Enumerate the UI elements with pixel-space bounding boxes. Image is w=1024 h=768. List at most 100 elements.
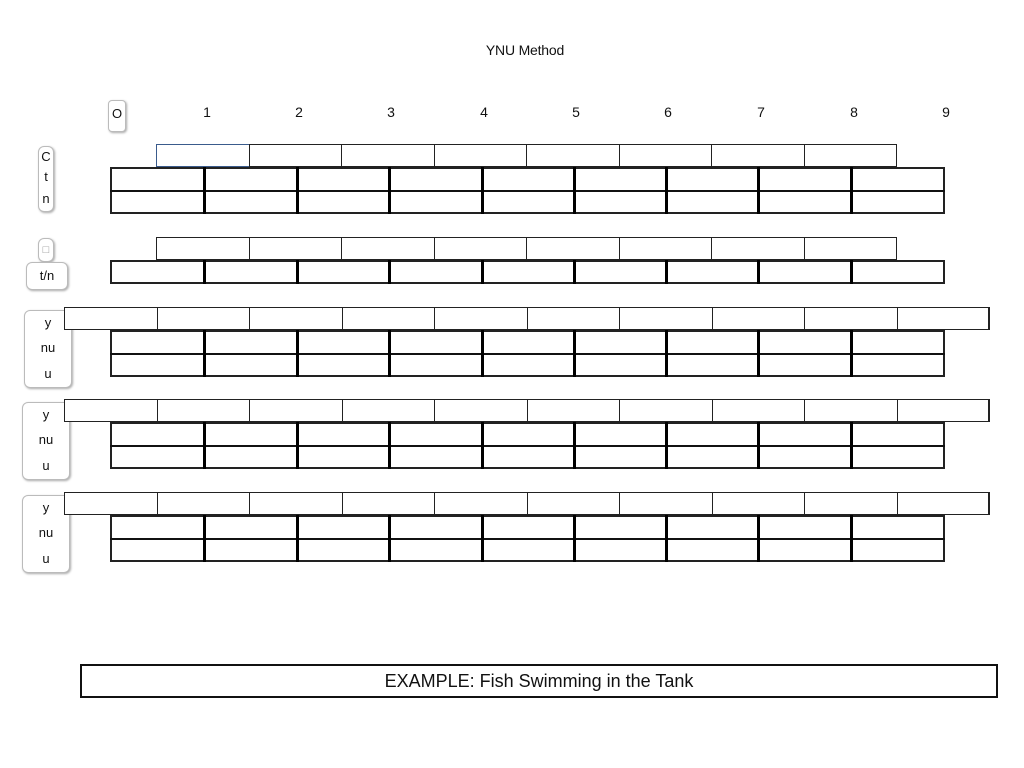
top-row-cell[interactable]: [248, 237, 342, 260]
full-row-cell[interactable]: [434, 307, 528, 330]
column-number: 5: [572, 104, 580, 120]
column-zero-label: O: [108, 100, 126, 132]
top-row-cell[interactable]: [618, 237, 712, 260]
grid-divider: [665, 330, 668, 377]
full-row-cell[interactable]: [156, 492, 250, 515]
grid-divider: [665, 515, 668, 562]
row-label-group-2: t/n: [26, 262, 68, 290]
column-number: 2: [295, 104, 303, 120]
grid-divider: [850, 260, 853, 284]
row-label-group-2-symbol: □: [38, 238, 54, 262]
full-row-cell[interactable]: [711, 399, 805, 422]
grid-divider: [296, 260, 299, 284]
top-row-cell[interactable]: [803, 237, 897, 260]
full-row-cell[interactable]: [619, 492, 713, 515]
column-number: 3: [387, 104, 395, 120]
top-row-cell[interactable]: [433, 237, 527, 260]
grid-midline: [110, 352, 945, 355]
top-row-cell[interactable]: [711, 237, 805, 260]
grid-divider: [573, 422, 576, 469]
grid-divider: [203, 422, 206, 469]
full-row-cell[interactable]: [156, 307, 250, 330]
grid-divider: [481, 422, 484, 469]
column-number: 1: [203, 104, 211, 120]
top-row-cell[interactable]: [248, 144, 342, 167]
row-label-y: y: [42, 407, 50, 422]
grid-divider: [573, 330, 576, 377]
full-row-cell[interactable]: [341, 492, 435, 515]
grid-divider: [481, 330, 484, 377]
grid-divider: [665, 260, 668, 284]
grid-divider: [850, 330, 853, 377]
grid-divider: [296, 422, 299, 469]
full-row-cell[interactable]: [804, 492, 898, 515]
top-row-cell[interactable]: [803, 144, 897, 167]
top-row-cell[interactable]: [618, 144, 712, 167]
row-label-group-4: y nu u: [22, 402, 70, 480]
row-label-c: C: [41, 149, 51, 164]
top-row-cell[interactable]: [526, 144, 620, 167]
grid-divider: [203, 167, 206, 214]
example-caption: EXAMPLE: Fish Swimming in the Tank: [80, 664, 998, 698]
row-label-u: u: [42, 551, 50, 566]
full-row-cell[interactable]: [64, 307, 158, 330]
full-row-cell[interactable]: [434, 492, 528, 515]
full-row-cell[interactable]: [896, 307, 990, 330]
full-row-cell[interactable]: [711, 492, 805, 515]
top-row-cell[interactable]: [156, 144, 250, 167]
full-row-cell[interactable]: [896, 399, 990, 422]
top-row-cell[interactable]: [341, 144, 435, 167]
grid-divider: [665, 422, 668, 469]
full-row-cell[interactable]: [64, 399, 158, 422]
grid-divider: [203, 260, 206, 284]
full-row-cell[interactable]: [711, 307, 805, 330]
grid-divider: [388, 515, 391, 562]
grid-divider: [573, 515, 576, 562]
top-row-cell[interactable]: [341, 237, 435, 260]
full-row-cell[interactable]: [64, 492, 158, 515]
grid-divider: [757, 330, 760, 377]
grid-divider: [850, 515, 853, 562]
row-label-group-1: C t n: [38, 146, 54, 212]
full-row-cell[interactable]: [526, 492, 620, 515]
top-row-cell[interactable]: [526, 237, 620, 260]
full-row-cell[interactable]: [249, 399, 343, 422]
full-row-cell[interactable]: [249, 492, 343, 515]
row-label-nu: nu: [38, 432, 54, 447]
full-row-cell[interactable]: [619, 307, 713, 330]
grid-divider: [388, 422, 391, 469]
row-label-nu: nu: [40, 340, 56, 355]
row-label-u: u: [42, 458, 50, 473]
page-title: YNU Method: [485, 42, 565, 58]
grid-divider: [203, 515, 206, 562]
full-row-cell[interactable]: [804, 399, 898, 422]
column-number: 8: [850, 104, 858, 120]
row-label-group-5: y nu u: [22, 495, 70, 573]
row-label-n: n: [42, 191, 50, 206]
row-label-nu: nu: [38, 525, 54, 540]
full-row-cell[interactable]: [249, 307, 343, 330]
brick-block[interactable]: [110, 260, 945, 284]
grid-divider: [388, 260, 391, 284]
full-row-cell[interactable]: [341, 307, 435, 330]
row-label-box-symbol: □: [42, 244, 50, 256]
top-row-cell[interactable]: [156, 237, 250, 260]
column-number: 9: [942, 104, 950, 120]
grid-divider: [850, 167, 853, 214]
grid-divider: [573, 167, 576, 214]
full-row-cell[interactable]: [804, 307, 898, 330]
grid-divider: [388, 167, 391, 214]
full-row-cell[interactable]: [341, 399, 435, 422]
top-row-cell[interactable]: [433, 144, 527, 167]
full-row-cell[interactable]: [526, 307, 620, 330]
full-row-cell[interactable]: [156, 399, 250, 422]
grid-midline: [110, 189, 945, 192]
full-row-cell[interactable]: [896, 492, 990, 515]
full-row-cell[interactable]: [619, 399, 713, 422]
grid-divider: [296, 330, 299, 377]
full-row-cell[interactable]: [434, 399, 528, 422]
grid-divider: [388, 330, 391, 377]
grid-divider: [850, 422, 853, 469]
top-row-cell[interactable]: [711, 144, 805, 167]
full-row-cell[interactable]: [526, 399, 620, 422]
